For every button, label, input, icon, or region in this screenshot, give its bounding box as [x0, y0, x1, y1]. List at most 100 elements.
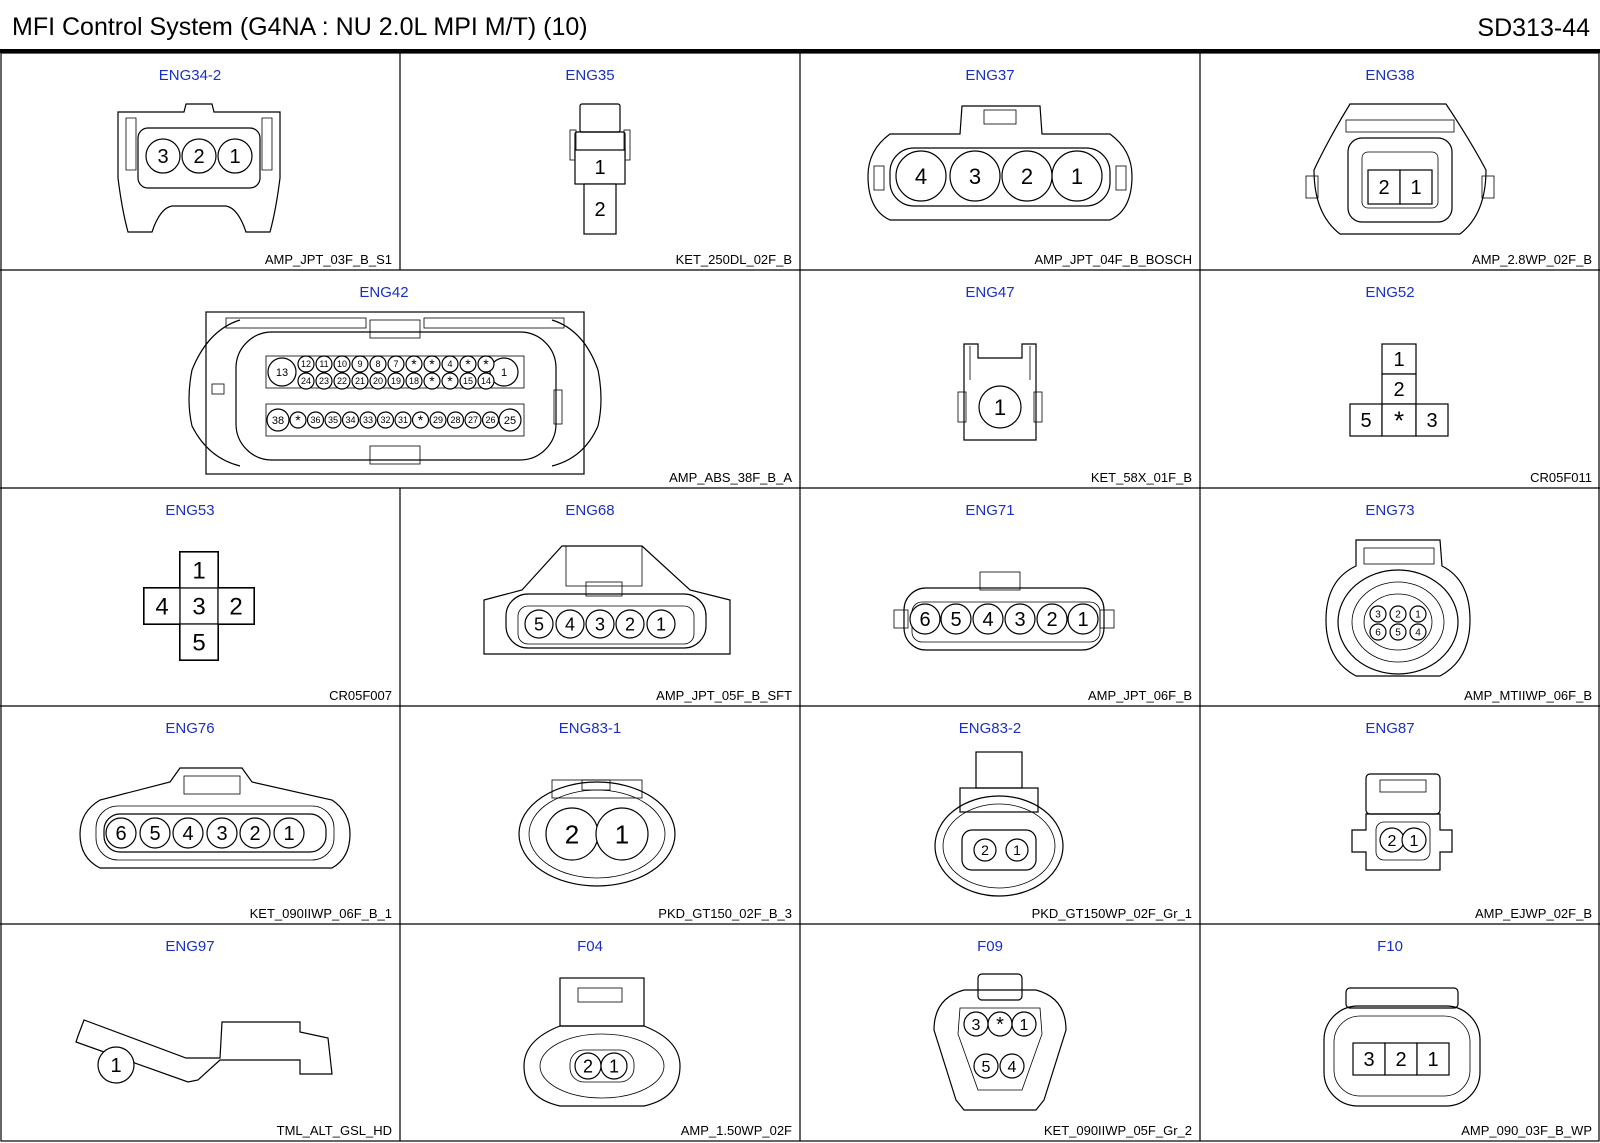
pin-cell: [583, 183, 617, 235]
pin-cell: [1384, 1042, 1418, 1076]
pin-circle: [1369, 623, 1387, 641]
connector-id-label: ENG83-2: [959, 720, 1022, 737]
pin-label: 18: [409, 376, 419, 386]
part-number-label: PKD_GT150_02F_B_3: [658, 906, 792, 921]
pin-circle: [206, 817, 238, 849]
pin-circle: [978, 385, 1022, 429]
pin-circle: [273, 817, 305, 849]
pin-circle: [615, 609, 645, 639]
part-number-label: CR05F007: [329, 688, 392, 703]
part-number-label: KET_58X_01F_B: [1091, 470, 1192, 485]
pin-label: 1: [1020, 1017, 1029, 1034]
pin-label: 31: [398, 415, 408, 425]
connector-id-label: ENG52: [1365, 284, 1414, 301]
pin-circle: [369, 355, 387, 373]
pin-label: 4: [182, 823, 193, 845]
pin-label: 1: [501, 367, 507, 379]
latch-outline: [1345, 987, 1459, 1009]
pin-cell: [1352, 1042, 1386, 1076]
pin-label: 26: [485, 415, 495, 425]
housing-outline: [1351, 813, 1453, 871]
latch-outline: [569, 129, 577, 161]
housing-outline: [1325, 539, 1471, 677]
latch-outline: [585, 581, 623, 597]
pin-label: 2: [1395, 1049, 1406, 1071]
pin-frame: [1351, 581, 1445, 663]
pin-cell: [1416, 1042, 1450, 1076]
pin-circle: [289, 411, 307, 429]
latch-outline: [183, 775, 241, 795]
latch-outline: [551, 779, 643, 799]
latch-outline: [1363, 547, 1435, 565]
latch-outline: [893, 609, 909, 629]
pin-label: *: [429, 356, 435, 372]
pin-circle: [333, 355, 351, 373]
connector-id-label: ENG73: [1365, 502, 1414, 519]
pin-circle: [1409, 605, 1427, 623]
part-number-label: AMP_JPT_03F_B_S1: [265, 252, 392, 267]
pin-circle: [181, 138, 217, 174]
pin-circle: [585, 609, 615, 639]
connector-id-label: ENG35: [565, 67, 614, 84]
pin-label: 1: [1410, 177, 1421, 199]
pin-label: 1: [656, 614, 666, 634]
pin-label: 19: [391, 376, 401, 386]
grid-lines: [0, 52, 1600, 1142]
pin-circle: [423, 355, 441, 373]
housing-outline: [528, 789, 666, 879]
pin-label: 6: [115, 823, 126, 845]
pin-label: 14: [481, 376, 491, 386]
pin-label: 36: [310, 415, 320, 425]
connector-id-label: ENG37: [965, 67, 1014, 84]
pin-circle: [1036, 603, 1068, 635]
pin-frame: [957, 1007, 1043, 1091]
latch-outline: [1033, 391, 1043, 423]
pin-frame: [1375, 821, 1431, 861]
connector-id-label: ENG71: [965, 502, 1014, 519]
pin-circle: [973, 1053, 999, 1079]
housing-outline: [1313, 103, 1487, 235]
pin-frame: [1347, 137, 1453, 223]
latch-outline: [977, 973, 1023, 1001]
pin-circle: [1051, 150, 1103, 202]
pin-label: 12: [301, 359, 311, 369]
housing-outline: [1333, 1015, 1471, 1097]
housing-outline: [903, 587, 1105, 651]
pin-cell: [179, 587, 219, 625]
pin-circle: [394, 411, 412, 429]
part-number-label: AMP_2.8WP_02F_B: [1472, 252, 1592, 267]
pin-label: 1: [1427, 1049, 1438, 1071]
pin-cell: [574, 149, 626, 185]
pin-circle: [423, 372, 441, 390]
pin-label: 1: [1393, 349, 1404, 371]
pin-frame: [235, 331, 557, 461]
pin-cell: [179, 551, 219, 589]
pin-circle: [441, 355, 459, 373]
pin-label: 7: [393, 359, 398, 369]
pin-label: 1: [615, 819, 629, 849]
pin-circle: [949, 150, 1001, 202]
connector-drawing: 1: [75, 1019, 333, 1084]
pin-frame: [569, 1049, 635, 1083]
pin-label: 2: [583, 1056, 593, 1076]
pin-circle: [1409, 623, 1427, 641]
pin-circle: [324, 411, 342, 429]
pin-label: 5: [982, 1059, 991, 1076]
pin-label: 3: [969, 164, 981, 189]
pin-frame: [961, 829, 1037, 871]
pin-label: *: [447, 373, 453, 389]
